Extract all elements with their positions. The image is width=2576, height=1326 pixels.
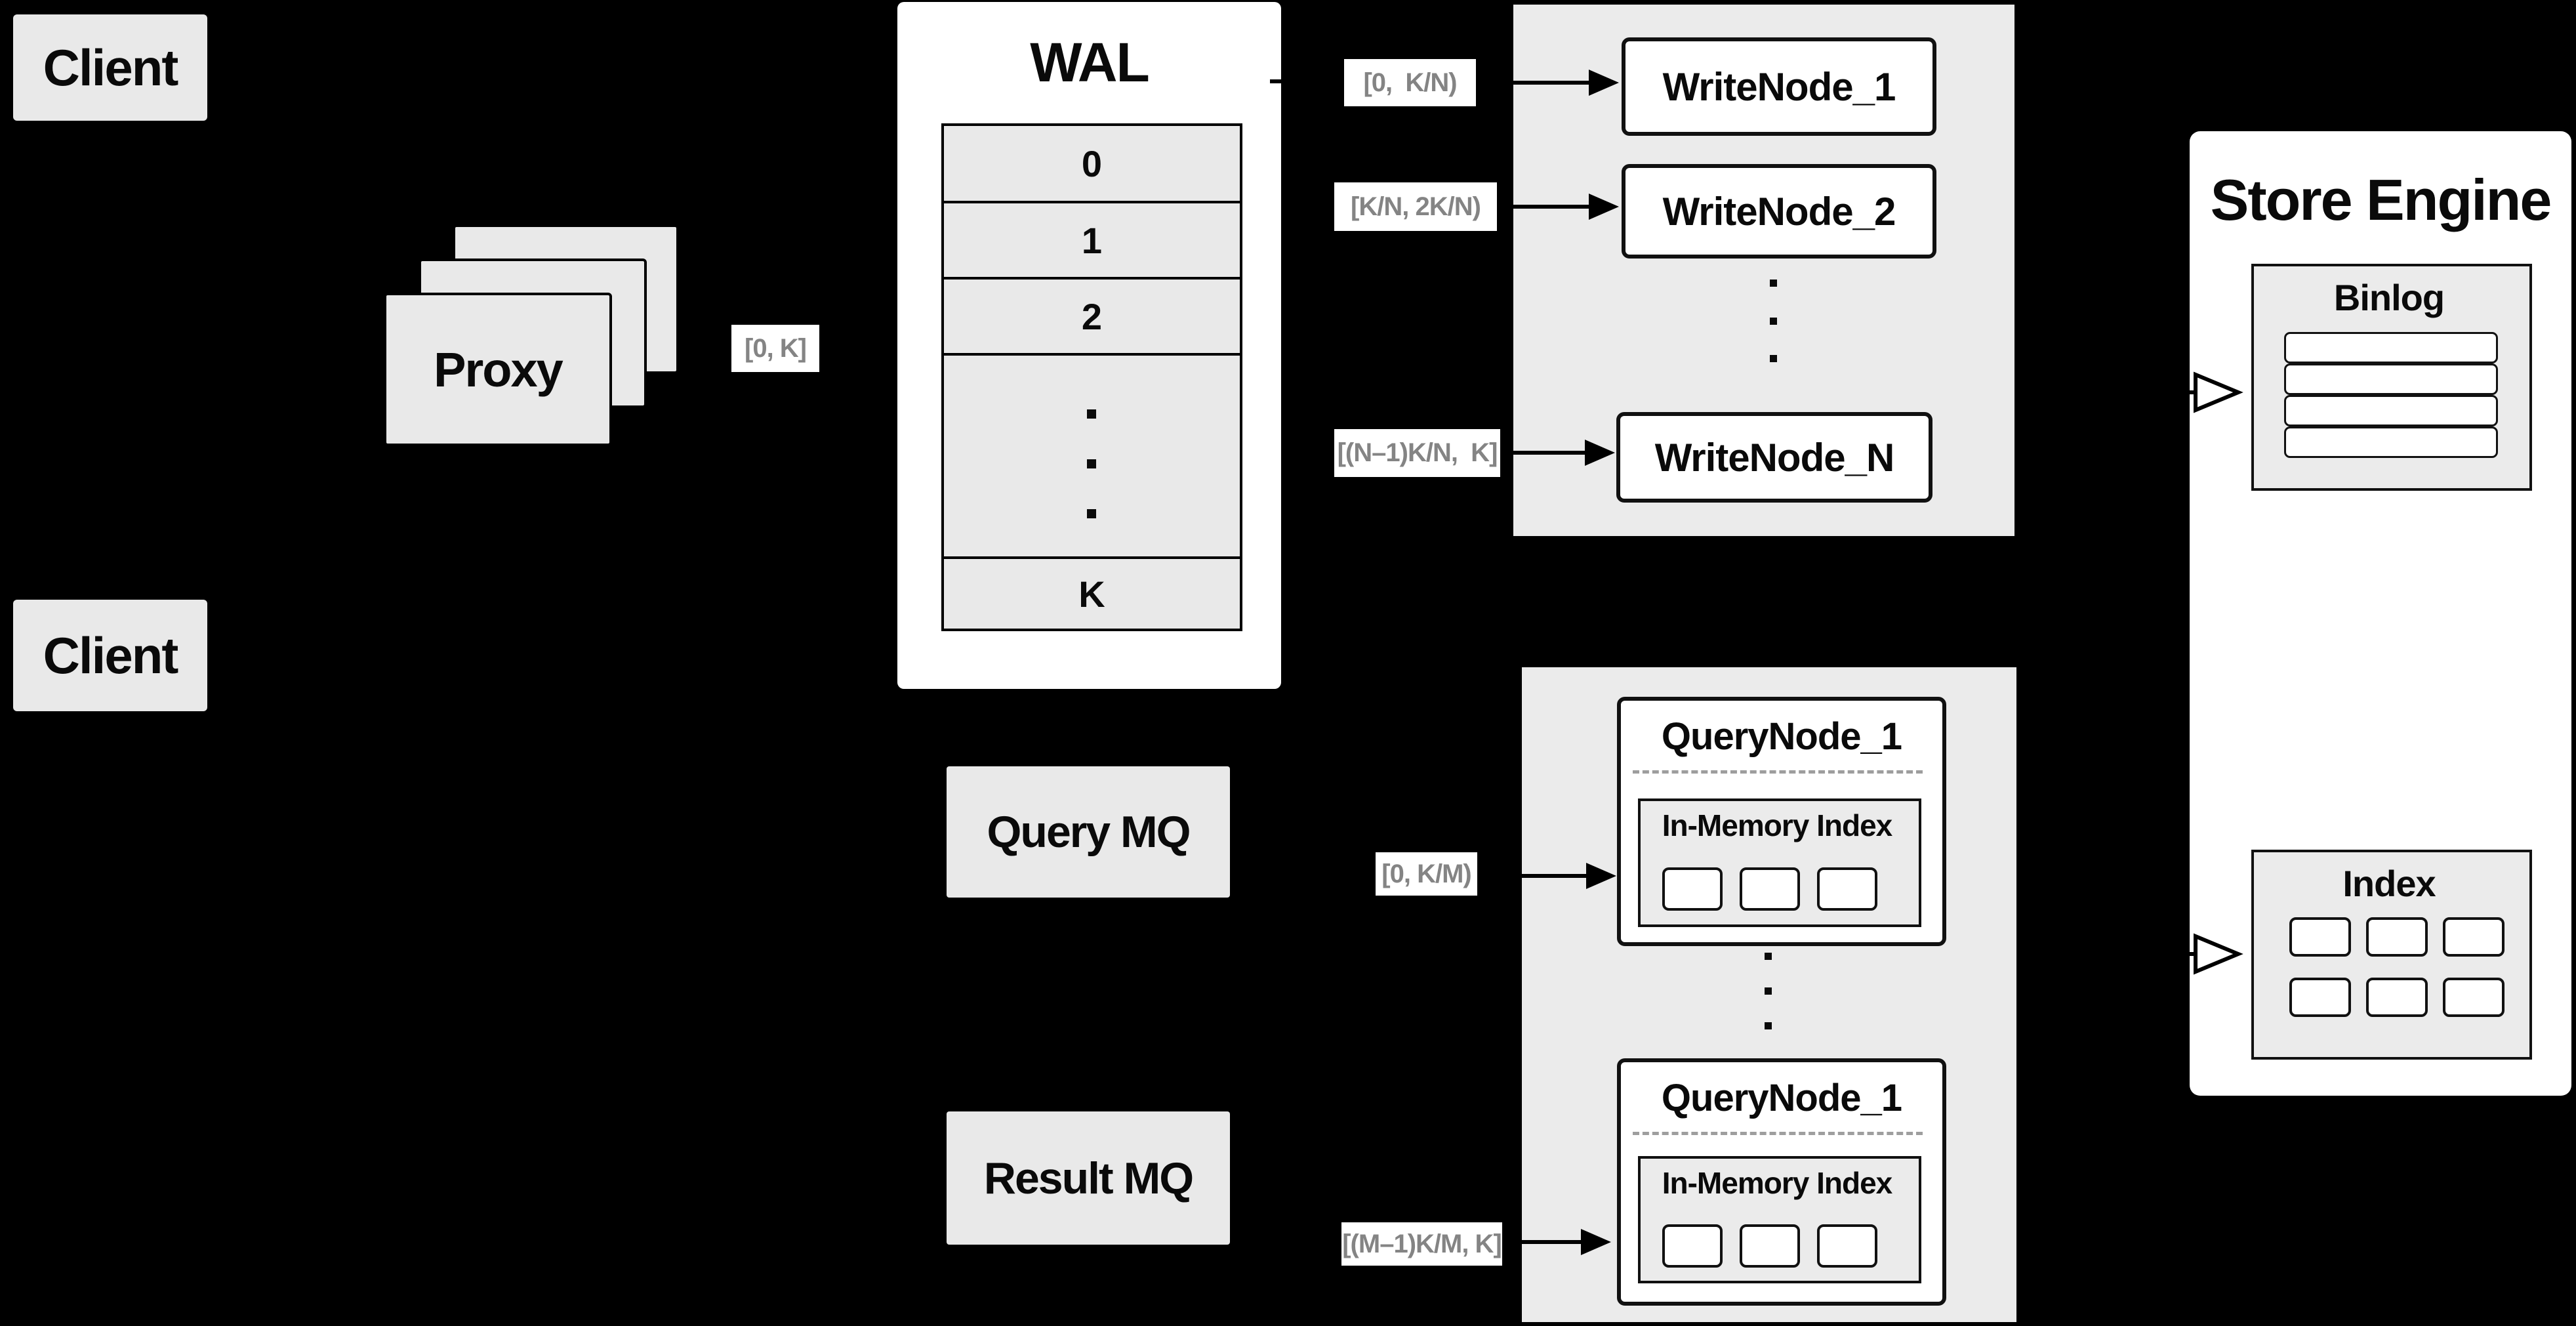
writenode-2-box: WriteNode_2 [1622, 164, 1936, 259]
writenode-1-label: WriteNode_1 [1662, 64, 1896, 109]
ellipsis-dot [1770, 280, 1777, 287]
binlog-title: Binlog [2333, 276, 2445, 318]
proxy-label: Proxy [434, 342, 563, 397]
querynode-bottom-title: QueryNode_1 [1661, 1076, 1902, 1119]
client-top-label: Client [43, 38, 179, 96]
writenode-n-label: WriteNode_N [1654, 435, 1895, 480]
client-box-top: Client [13, 14, 207, 121]
writenode-n-box: WriteNode_N [1616, 412, 1932, 503]
range-label-querynode-bottom: [(M–1)K/M, K] [1341, 1222, 1502, 1266]
ellipsis-dot [1087, 509, 1096, 518]
store-engine-title: Store Engine [2210, 167, 2552, 232]
result-mq-label: Result MQ [983, 1153, 1194, 1203]
hollow-arrow-index-line [2146, 952, 2194, 956]
ellipsis-dot [1765, 1022, 1772, 1029]
arrow-to-querynode-bottom-head [1581, 1229, 1611, 1255]
wal-segment-row: 2 [944, 277, 1240, 353]
wal-segment-row-last: K [944, 556, 1240, 629]
memory-cell [1740, 867, 1800, 911]
arrow-to-querynode-bottom-line [1503, 1240, 1582, 1244]
ellipsis-dot [1770, 355, 1777, 362]
querynode-bottom-title-wrap: QueryNode_1 [1621, 1062, 1942, 1133]
index-cell [2366, 917, 2428, 957]
proxy-box-front: Proxy [384, 293, 612, 446]
client-box-bottom: Client [13, 600, 207, 711]
query-mq-label: Query MQ [987, 807, 1191, 857]
arrow-to-writenoden-head [1585, 440, 1615, 466]
binlog-row [2284, 426, 2498, 458]
index-title-wrap: Index [2251, 860, 2527, 906]
range-label-querynode-top: [0, K/M) [1376, 852, 1477, 896]
memory-cell [1740, 1224, 1800, 1268]
index-title: Index [2342, 862, 2436, 904]
in-memory-index-top-title-wrap: In-Memory Index [1638, 806, 1916, 845]
ellipsis-dot [1765, 953, 1772, 960]
range-label-writenode2: [K/N, 2K/N) [1334, 182, 1497, 231]
arrow-to-writenode1-head [1589, 70, 1619, 96]
result-mq-box: Result MQ [947, 1111, 1230, 1245]
binlog-title-wrap: Binlog [2251, 274, 2527, 320]
wal-segment-table: 0 1 2 K [941, 123, 1242, 631]
range-label-writenode1: [0, K/N) [1344, 59, 1476, 106]
store-engine-title-wrap: Store Engine [2190, 164, 2571, 236]
wal-outgoing-arrow-stub [1270, 79, 1281, 83]
index-cell [2443, 978, 2504, 1017]
ellipsis-dot [1765, 987, 1772, 995]
wal-segment-row: 1 [944, 201, 1240, 277]
range-label-writenoden: [(N–1)K/N, K] [1334, 429, 1500, 477]
ellipsis-dot [1770, 318, 1777, 325]
in-memory-index-top-title: In-Memory Index [1662, 808, 1893, 842]
wal-ellipsis-row [944, 353, 1240, 556]
in-memory-index-bottom-title: In-Memory Index [1662, 1166, 1893, 1200]
arrow-to-writenode2-line [1498, 205, 1590, 209]
binlog-row [2284, 395, 2498, 426]
in-memory-index-bottom-title-wrap: In-Memory Index [1638, 1163, 1916, 1203]
client-bottom-label: Client [43, 626, 179, 684]
querynode-top-divider [1633, 770, 1923, 774]
arrow-to-querynode-top-head [1586, 863, 1616, 889]
memory-cell [1662, 1224, 1723, 1268]
index-cell [2443, 917, 2504, 957]
querynode-bottom-divider [1633, 1132, 1923, 1135]
writenode-2-label: WriteNode_2 [1662, 189, 1896, 234]
index-cell [2366, 978, 2428, 1017]
ellipsis-dot [1087, 409, 1096, 419]
arrow-to-querynode-top-line [1479, 874, 1587, 878]
arrow-to-writenode1-line [1477, 81, 1590, 85]
index-cell [2289, 978, 2351, 1017]
binlog-row [2284, 332, 2498, 363]
hollow-arrow-binlog-line [2146, 390, 2194, 394]
wal-title: WAL [1030, 31, 1150, 93]
writenode-1-box: WriteNode_1 [1622, 37, 1936, 136]
arrow-to-writenode2-head [1589, 194, 1619, 220]
wal-title-wrap: WAL [897, 30, 1281, 95]
arrow-to-writenoden-line [1502, 451, 1587, 455]
hollow-arrow-index-icon [2194, 933, 2243, 975]
range-label-proxy-to-wal: [0, K] [731, 325, 819, 372]
ellipsis-dot [1087, 459, 1096, 468]
querynode-top-title: QueryNode_1 [1661, 715, 1902, 758]
index-cell [2289, 917, 2351, 957]
binlog-row [2284, 363, 2498, 395]
memory-cell [1817, 1224, 1877, 1268]
querynode-top-title-wrap: QueryNode_1 [1621, 701, 1942, 772]
memory-cell [1817, 867, 1877, 911]
query-mq-box: Query MQ [947, 766, 1230, 898]
wal-segment-row: 0 [944, 126, 1240, 201]
memory-cell [1662, 867, 1723, 911]
hollow-arrow-binlog-icon [2194, 371, 2243, 413]
